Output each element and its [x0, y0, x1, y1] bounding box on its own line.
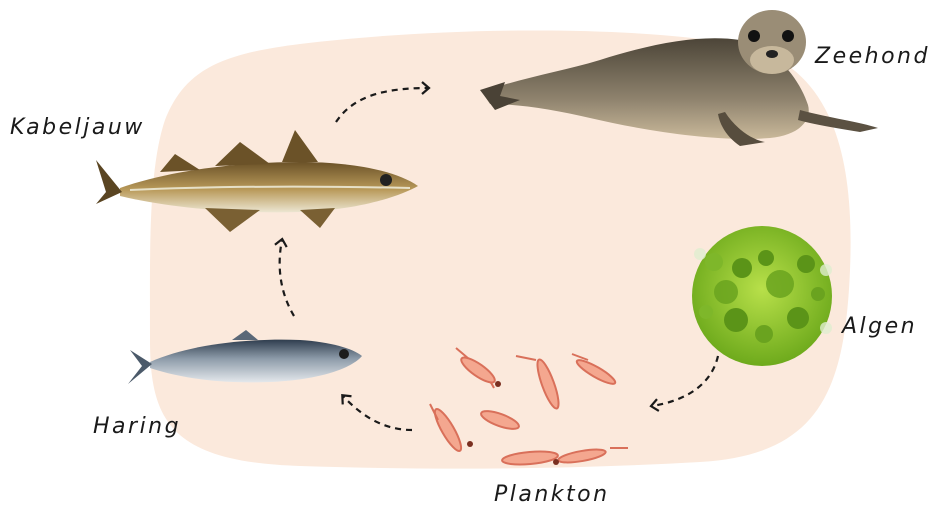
- label-haring: Haring: [93, 414, 181, 439]
- label-zeehond: Zeehond: [815, 44, 930, 69]
- label-algen: Algen: [842, 314, 917, 339]
- label-plankton: Plankton: [494, 482, 610, 507]
- label-kabeljauw: Kabeljauw: [10, 115, 145, 140]
- algae-image: [692, 226, 832, 366]
